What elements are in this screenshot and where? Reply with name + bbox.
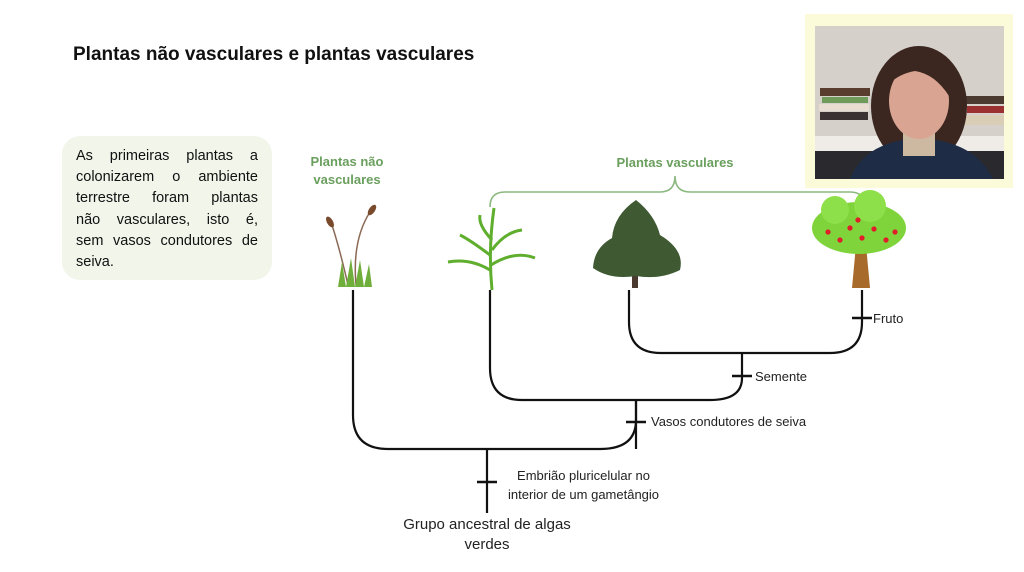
character-vessels: Vasos condutores de seiva xyxy=(651,414,807,429)
vascular-bracket xyxy=(489,175,866,208)
branch-moss xyxy=(351,290,638,451)
character-seed: Semente xyxy=(755,369,808,384)
label-non-vascular: Plantas não vasculares xyxy=(310,154,384,187)
conifer-icon xyxy=(593,200,681,288)
webcam-overlay xyxy=(805,14,1013,188)
moss-icon xyxy=(326,204,377,287)
character-fruit: Fruto xyxy=(873,311,904,326)
label-vascular: Plantas vasculares xyxy=(616,155,734,170)
character-embryo: Embrião pluricelular no interior de um g… xyxy=(508,468,660,502)
branch-conifer xyxy=(627,290,864,355)
branch-fern xyxy=(488,290,744,402)
fern-icon xyxy=(447,207,536,291)
fruit-tree-icon xyxy=(812,190,906,288)
presenter-video xyxy=(815,26,1004,179)
info-line: As primeiras plantas a xyxy=(76,148,258,164)
root-label: Grupo ancestral de algas verdes xyxy=(403,516,571,553)
info-line: não vasculares, isto é, xyxy=(76,211,258,228)
info-line: terrestre foram plantas xyxy=(76,190,258,207)
info-line: seiva. xyxy=(76,254,114,271)
info-line: colonizarem o ambiente xyxy=(76,169,258,186)
slide-title: Plantas não vasculares e plantas vascula… xyxy=(73,44,475,65)
info-line: sem vasos condutores de xyxy=(76,232,258,249)
info-box: As primeiras plantas a colonizarem o amb… xyxy=(62,136,272,280)
